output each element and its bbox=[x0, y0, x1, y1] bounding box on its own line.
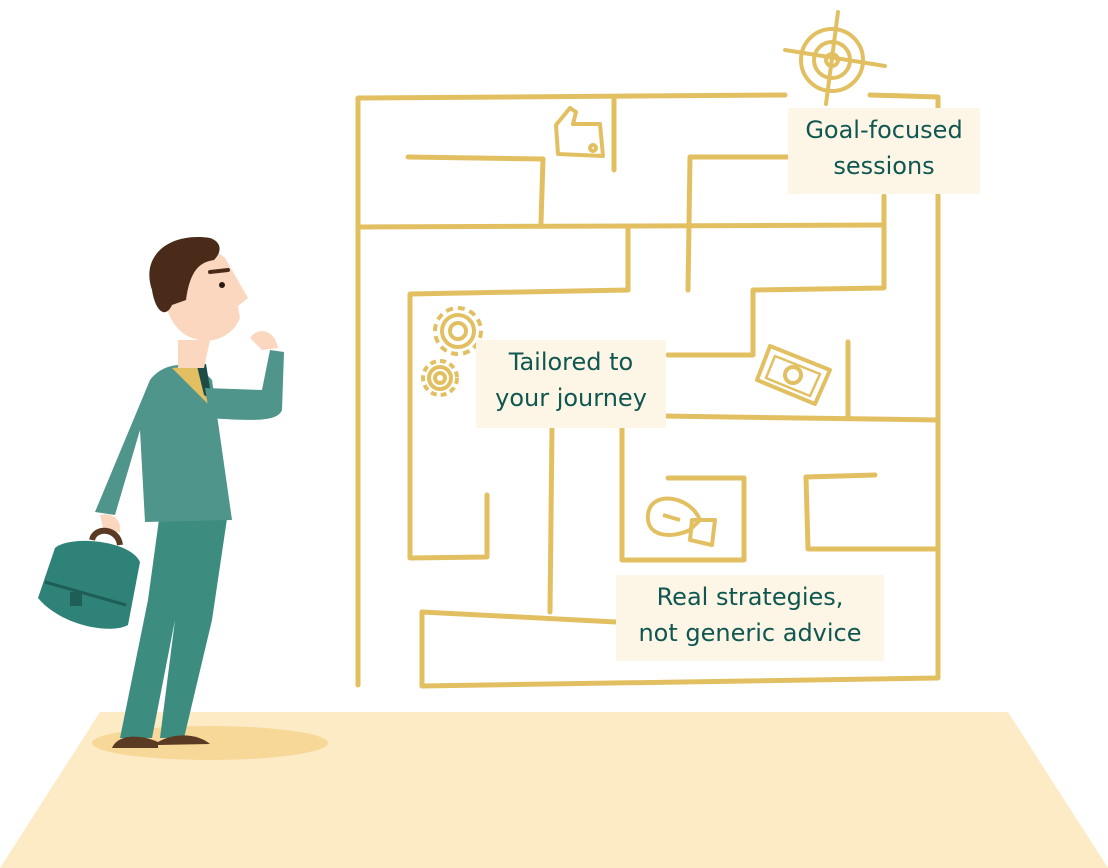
target-icon bbox=[783, 10, 887, 106]
man-arm bbox=[205, 350, 284, 420]
tailored-label-line-1: Tailored to bbox=[508, 348, 634, 376]
real-label-line-1: Real strategies, bbox=[656, 583, 844, 611]
man-left-hand bbox=[100, 514, 121, 532]
lightbulb-icon bbox=[645, 496, 717, 547]
money-bill-icon bbox=[755, 344, 832, 406]
briefcase-icon bbox=[38, 527, 140, 629]
goal-focused-label: Goal-focused sessions bbox=[788, 108, 980, 194]
real-strategies-label: Real strategies, not generic advice bbox=[616, 575, 884, 661]
man-jacket bbox=[95, 365, 232, 522]
man-hand bbox=[250, 331, 278, 350]
tailored-label-line-2: your journey bbox=[495, 384, 647, 412]
gears-icon bbox=[421, 306, 483, 397]
goal-label-line-1: Goal-focused bbox=[805, 116, 963, 144]
businessman bbox=[38, 237, 284, 748]
man-shoe-left bbox=[112, 736, 158, 748]
tailored-label: Tailored to your journey bbox=[476, 340, 666, 428]
goal-label-line-2: sessions bbox=[833, 152, 935, 180]
maze bbox=[355, 92, 941, 689]
man-hair bbox=[149, 237, 220, 313]
man-neck bbox=[178, 340, 210, 368]
man-shoe-right bbox=[158, 735, 210, 745]
man-legs bbox=[120, 512, 228, 738]
thumbs-up-icon bbox=[554, 106, 605, 158]
man-eye bbox=[219, 282, 225, 288]
man-brow bbox=[208, 268, 230, 274]
real-label-line-2: not generic advice bbox=[638, 619, 862, 647]
